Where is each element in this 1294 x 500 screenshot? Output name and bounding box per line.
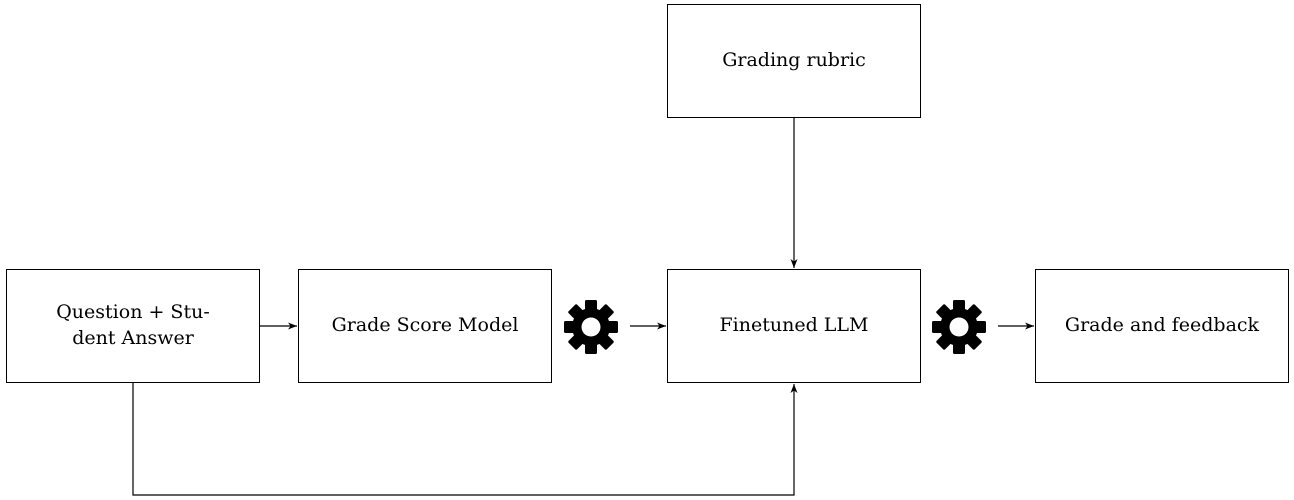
finetuned-llm-label: Finetuned LLM bbox=[719, 314, 869, 337]
input-label-line-2: dent Answer bbox=[72, 327, 194, 349]
grade-score-model-label: Grade Score Model bbox=[331, 314, 519, 337]
input-box: Question + Stu- dent Answer bbox=[6, 269, 260, 383]
grading-rubric-box: Grading rubric bbox=[667, 4, 921, 118]
grading-rubric-label: Grading rubric bbox=[722, 49, 866, 72]
gear-icon bbox=[932, 300, 986, 354]
input-label-line-1: Question + Stu- bbox=[56, 301, 210, 324]
input-box-label: Question + Stu- dent Answer bbox=[48, 300, 218, 351]
grade-score-model-box: Grade Score Model bbox=[298, 269, 552, 383]
arrow-input-to-llm bbox=[132, 382, 798, 496]
finetuned-llm-box: Finetuned LLM bbox=[667, 269, 921, 383]
grade-and-feedback-box: Grade and feedback bbox=[1035, 269, 1289, 383]
gear-icon bbox=[564, 300, 618, 354]
grade-and-feedback-label: Grade and feedback bbox=[1064, 314, 1260, 337]
